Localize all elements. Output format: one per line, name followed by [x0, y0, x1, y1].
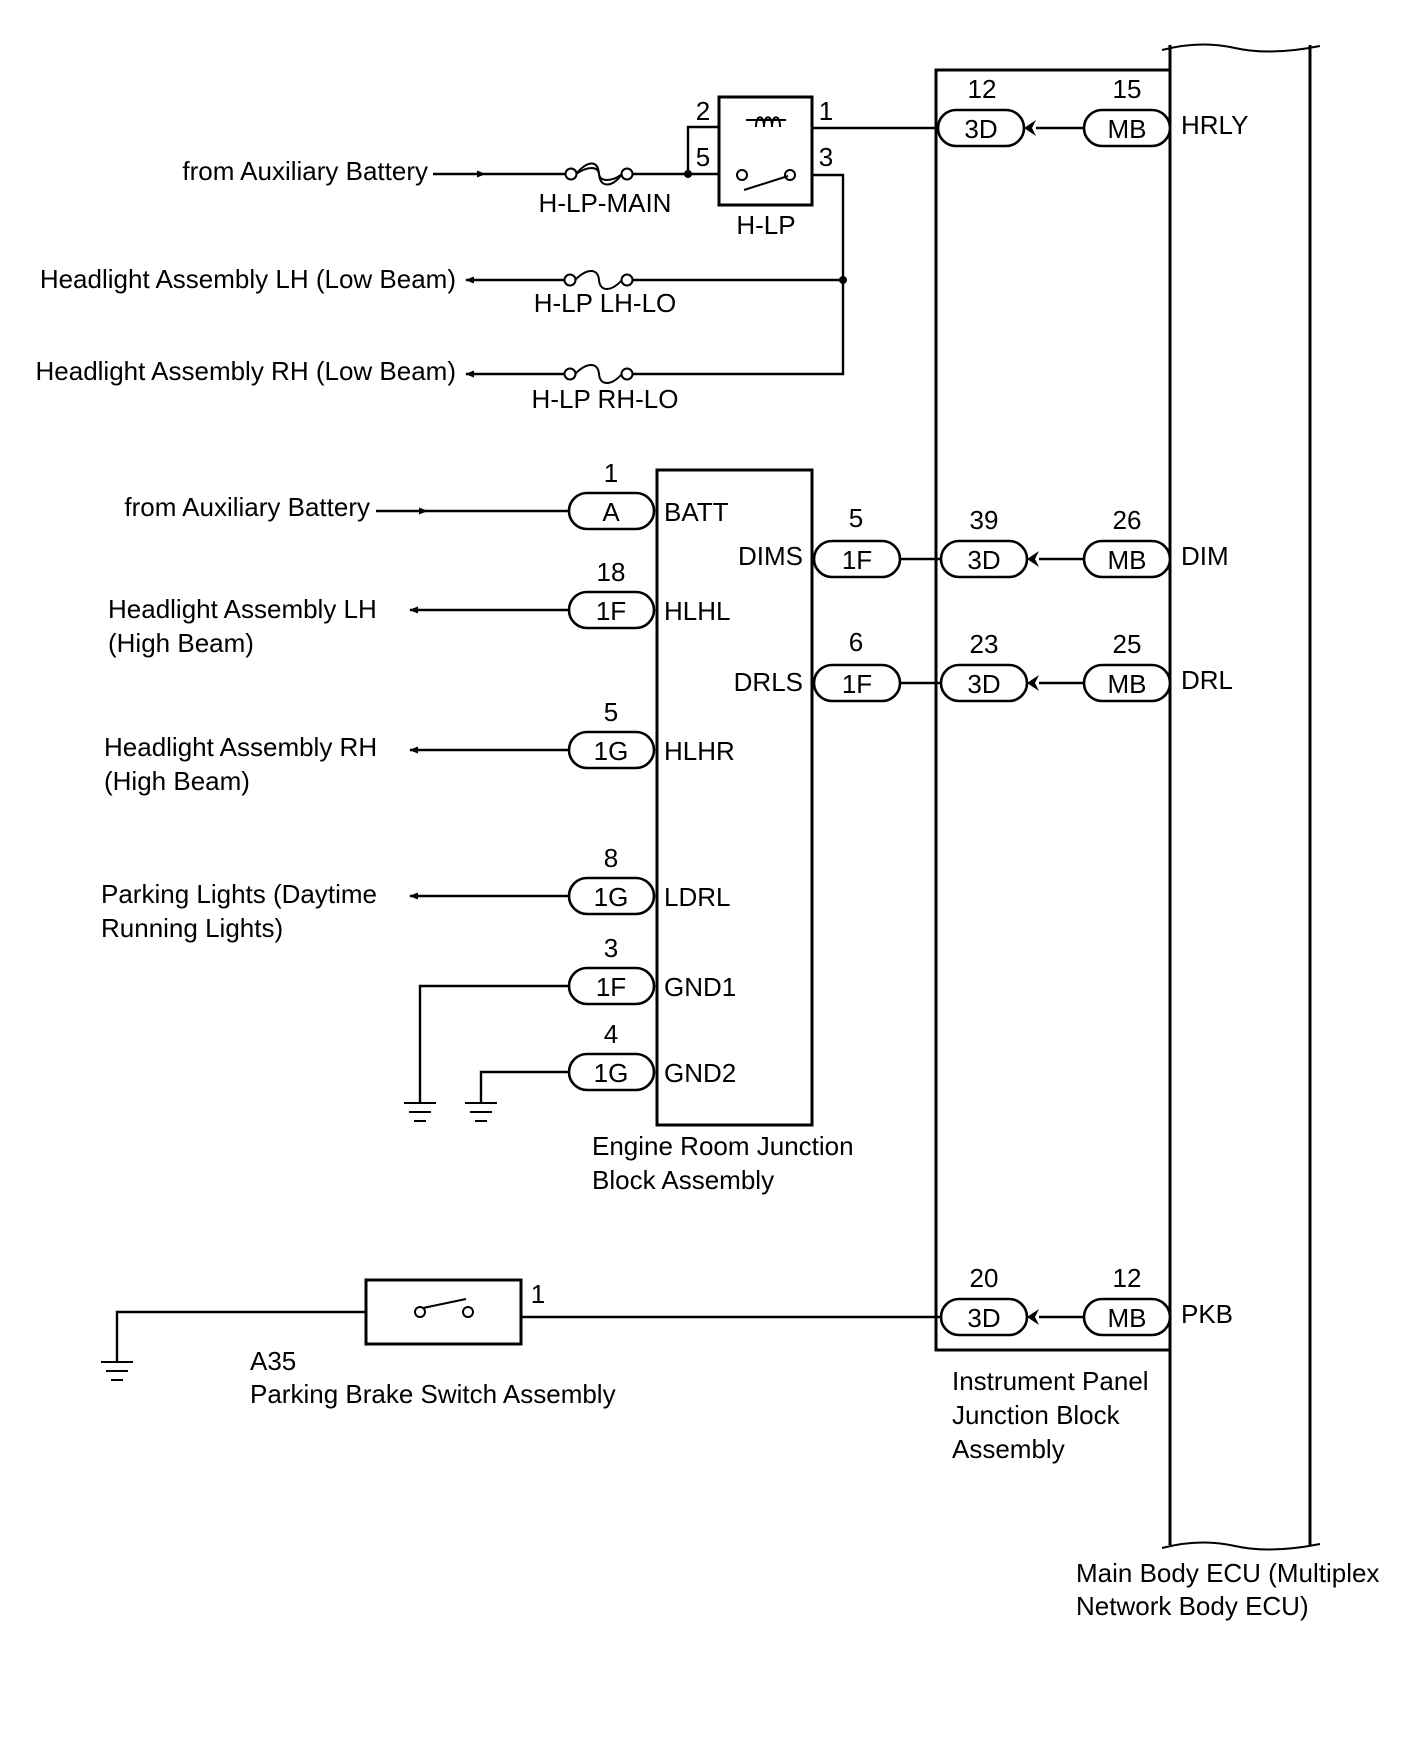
ipjb-label-line2: Junction Block: [952, 1400, 1121, 1430]
pin-number: 6: [849, 627, 863, 657]
relay-name: H-LP: [736, 210, 795, 240]
relay-pin-1: 1: [819, 96, 833, 126]
pin-number: 12: [968, 74, 997, 104]
pin-number: 8: [604, 843, 618, 873]
pin-number: 5: [604, 697, 618, 727]
pin-number: 20: [970, 1263, 999, 1293]
label-parking-lights-2: Running Lights): [101, 913, 283, 943]
erjb-terminal-dims: DIMS 5 1F: [738, 503, 941, 579]
fuse-h-lp-main-icon: [564, 162, 634, 186]
label-from-aux-battery-2: from Auxiliary Battery: [124, 492, 370, 522]
connector-label: 1F: [596, 972, 626, 1002]
connector-label: 1G: [594, 1058, 629, 1088]
ecu-label-line2: Network Body ECU): [1076, 1591, 1309, 1621]
ipjb-row-drl: 23 3D 25 MB DRL: [939, 629, 1233, 703]
pin-number: 3: [604, 933, 618, 963]
headlight-relay-section: from Auxiliary Battery H-LP-MAIN H-LP 2 …: [36, 95, 938, 414]
pin-number: 39: [970, 505, 999, 535]
terminal-label: HLHL: [664, 596, 730, 626]
ipjb-label-line1: Instrument Panel: [952, 1366, 1149, 1396]
terminal-label: GND2: [664, 1058, 736, 1088]
label-headlight-rh-low: Headlight Assembly RH (Low Beam): [36, 356, 457, 386]
relay-switch-icon: [736, 169, 796, 191]
terminal-label: BATT: [664, 497, 729, 527]
pin-number: 23: [970, 629, 999, 659]
pin-number: 1: [604, 458, 618, 488]
ipjb-row-dim: 39 3D 26 MB DIM: [939, 505, 1229, 579]
pin-number: 25: [1113, 629, 1142, 659]
pin-number: 5: [849, 503, 863, 533]
connector-label: MB: [1108, 669, 1147, 699]
pbs-name: Parking Brake Switch Assembly: [250, 1379, 616, 1409]
terminal-label: LDRL: [664, 882, 730, 912]
terminal-label: HLHR: [664, 736, 735, 766]
terminal-label: DIMS: [738, 541, 803, 571]
pin-number: 26: [1113, 505, 1142, 535]
pin-number: 18: [597, 557, 626, 587]
connector-label: 3D: [967, 1303, 1000, 1333]
parking-brake-switch: 1 A35 Parking Brake Switch Assembly: [101, 1278, 941, 1409]
label-headlight-rh-high-2: (High Beam): [104, 766, 250, 796]
connector-label: MB: [1108, 545, 1147, 575]
connector-label: 1F: [842, 545, 872, 575]
signal-label: HRLY: [1181, 110, 1248, 140]
connector-label: 3D: [967, 545, 1000, 575]
fuse-label-main: H-LP-MAIN: [539, 188, 672, 218]
connector-label: A: [602, 497, 620, 527]
erjb-terminal-batt: from Auxiliary Battery 1 A BATT: [124, 458, 729, 531]
label-headlight-rh-high-1: Headlight Assembly RH: [104, 732, 377, 762]
erjb-terminal-ldrl: Parking Lights (Daytime Running Lights) …: [101, 843, 730, 943]
erjb-terminal-hlhr: Headlight Assembly RH (High Beam) 5 1G H…: [104, 697, 735, 796]
connector-label: 1F: [842, 669, 872, 699]
pin-number: 15: [1113, 74, 1142, 104]
ipjb-row-hrly: 12 3D 15 MB HRLY: [936, 74, 1248, 148]
terminal-label: DRLS: [734, 667, 803, 697]
ipjb-label-line3: Assembly: [952, 1434, 1065, 1464]
connector-label: 1G: [594, 882, 629, 912]
label-headlight-lh-low: Headlight Assembly LH (Low Beam): [40, 264, 456, 294]
relay-coil-icon: [746, 116, 786, 128]
connector-label: MB: [1108, 114, 1147, 144]
signal-label: DIM: [1181, 541, 1229, 571]
signal-label: PKB: [1181, 1299, 1233, 1329]
engine-room-junction-block: Engine Room Junction Block Assembly from…: [101, 458, 941, 1195]
ground-icon: [101, 1361, 133, 1381]
erjb-terminal-hlhl: Headlight Assembly LH (High Beam) 18 1F …: [108, 557, 730, 658]
connector-label: 1F: [596, 596, 626, 626]
pbs-pin: 1: [531, 1279, 545, 1309]
ecu-label-line1: Main Body ECU (Multiplex: [1076, 1558, 1379, 1588]
fuse-label-rh-lo: H-LP RH-LO: [532, 384, 679, 414]
ground-icon: [404, 1102, 436, 1122]
signal-label: DRL: [1181, 665, 1233, 695]
erjb-terminal-gnd1: 3 1F GND1: [418, 933, 736, 1103]
switch-icon: [414, 1298, 474, 1318]
pin-number: 4: [604, 1019, 618, 1049]
erjb-terminal-drls: DRLS 6 1F: [734, 627, 941, 703]
connector-label: 1G: [594, 736, 629, 766]
fuse-label-lh-lo: H-LP LH-LO: [534, 288, 677, 318]
label-from-aux-battery: from Auxiliary Battery: [182, 156, 428, 186]
label-headlight-lh-high-2: (High Beam): [108, 628, 254, 658]
pbs-code: A35: [250, 1346, 296, 1376]
terminal-label: GND1: [664, 972, 736, 1002]
instrument-panel-junction-block: Instrument Panel Junction Block Assembly…: [934, 68, 1248, 1464]
connector-label: 3D: [964, 114, 997, 144]
relay-pin-3: 3: [819, 142, 833, 172]
label-headlight-lh-high-1: Headlight Assembly LH: [108, 594, 377, 624]
connector-label: 3D: [967, 669, 1000, 699]
erjb-label-line2: Block Assembly: [592, 1165, 774, 1195]
ipjb-row-pkb: 20 3D 12 MB PKB: [939, 1263, 1233, 1337]
erjb-label-line1: Engine Room Junction: [592, 1131, 854, 1161]
label-parking-lights-1: Parking Lights (Daytime: [101, 879, 377, 909]
relay-pin-2: 2: [696, 96, 710, 126]
erjb-terminal-gnd2: 4 1G GND2: [479, 1019, 736, 1103]
pin-number: 12: [1113, 1263, 1142, 1293]
relay-pin-5: 5: [696, 142, 710, 172]
fuse-h-lp-rh-lo-icon: [563, 364, 634, 384]
connector-label: MB: [1108, 1303, 1147, 1333]
ground-icon: [465, 1102, 497, 1122]
fuse-h-lp-lh-lo-icon: [563, 270, 634, 290]
